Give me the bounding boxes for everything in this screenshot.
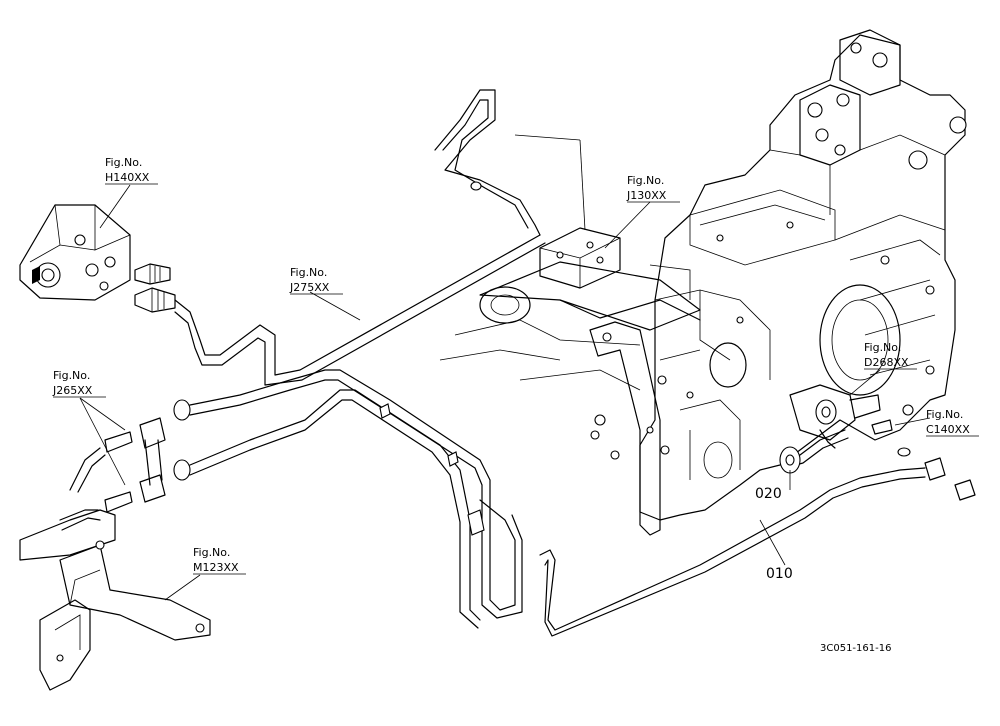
left-fittings — [59, 399, 191, 531]
ref-code: M123XX — [193, 561, 239, 574]
ref-label-m123[interactable]: Fig.No. M123XX — [193, 546, 246, 575]
ref-code: C140XX — [926, 423, 970, 436]
ref-code: J130XX — [626, 189, 667, 202]
transmission-housing — [590, 29, 967, 521]
ref-label-d268[interactable]: Fig.No. D268XX — [864, 341, 917, 370]
ref-code: J265XX — [52, 384, 93, 397]
support-bracket — [589, 321, 661, 536]
ref-label-j275[interactable]: Fig.No. J275XX — [289, 266, 343, 295]
ref-caption: Fig.No. — [627, 174, 664, 187]
ref-label-j130[interactable]: Fig.No. J130XX — [626, 174, 680, 203]
ref-code: D268XX — [864, 356, 909, 369]
ref-label-j265[interactable]: Fig.No. J265XX — [52, 369, 106, 398]
ref-caption: Fig.No. — [926, 408, 963, 421]
ref-code: J275XX — [289, 281, 330, 294]
ref-label-c140[interactable]: Fig.No. C140XX — [926, 408, 979, 437]
part-number-010[interactable]: 010 — [766, 566, 793, 582]
front-frame — [19, 509, 211, 691]
ref-caption: Fig.No. — [53, 369, 90, 382]
hydraulic-pipes — [174, 89, 926, 637]
ref-code: H140XX — [105, 171, 150, 184]
power-steering-unit — [19, 204, 131, 301]
leader-lines — [79, 134, 931, 601]
part-number-020[interactable]: 020 — [755, 486, 782, 502]
ref-label-h140[interactable]: Fig.No. H140XX — [105, 156, 158, 185]
ref-caption: Fig.No. — [105, 156, 142, 169]
drawing-code: 3C051-161-16 — [820, 643, 891, 654]
ref-caption: Fig.No. — [193, 546, 230, 559]
steering-fittings — [134, 263, 176, 313]
ref-caption: Fig.No. — [290, 266, 327, 279]
control-valve — [539, 227, 621, 289]
shaft-assembly — [439, 261, 701, 391]
ref-caption: Fig.No. — [864, 341, 901, 354]
